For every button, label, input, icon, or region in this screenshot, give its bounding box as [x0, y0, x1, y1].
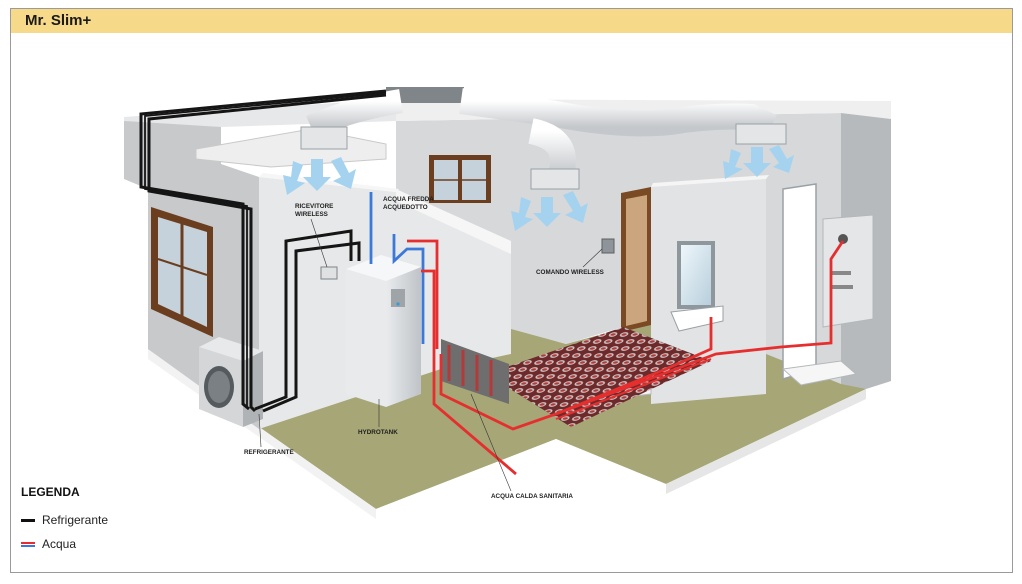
figure-frame: Mr. Slim+ — [10, 8, 1013, 573]
shower-tray — [781, 360, 858, 386]
left-window — [151, 207, 213, 337]
hydrotank — [346, 255, 421, 407]
legend-title: LEGENDA — [21, 485, 80, 499]
suspended-ceiling — [195, 128, 387, 168]
hydrotank-panel — [391, 289, 405, 307]
water-lines — [369, 192, 845, 476]
label-acqua-fredda-line2: ACQUEDOTTO — [383, 204, 428, 211]
back-window — [429, 155, 491, 203]
label-hydrotank: HYDROTANK — [358, 429, 398, 436]
diagram-labels: RICEVITORE WIRELESS ACQUA FREDDA ACQUEDO… — [244, 196, 604, 500]
refrigerant-lines-inner — [144, 92, 387, 407]
shower-glass — [782, 183, 817, 381]
mirror — [681, 245, 711, 305]
refrigerant-lines — [139, 89, 387, 413]
label-refrigerante: REFRIGERANTE — [244, 449, 294, 456]
partition-top — [651, 175, 769, 187]
leader-comando — [582, 248, 603, 268]
airflow-arrows — [283, 145, 794, 231]
shower-mixer — [831, 271, 851, 275]
underfloor-heating — [486, 327, 711, 427]
wireless-controller-icon — [601, 238, 615, 254]
legend-item-refrigerante: Refrigerante — [21, 508, 108, 532]
label-acqua-fredda-line1: ACQUA FREDDA — [383, 196, 434, 203]
legend-label-refrigerante: Refrigerante — [42, 513, 109, 527]
air-ducts — [300, 87, 787, 190]
leader-ricevitore — [310, 218, 328, 268]
label-comando-wireless: COMANDO WIRELESS — [536, 269, 604, 276]
legend-swatch-black — [21, 518, 35, 522]
legend-item-acqua: Acqua — [21, 532, 108, 556]
shower-valve — [831, 285, 853, 289]
wireless-receiver — [320, 266, 338, 280]
house-cutaway-illustration: RICEVITORE WIRELESS ACQUA FREDDA ACQUEDO… — [124, 87, 891, 519]
legend: LEGENDA Refrigerante Acqua — [21, 485, 108, 556]
label-ricevitore-line1: RICEVITORE — [295, 203, 333, 210]
leader-acqua-calda — [470, 393, 512, 492]
hydrotank-led — [396, 302, 400, 306]
shower-head-icon — [838, 234, 848, 244]
page-title: Mr. Slim+ — [25, 12, 92, 29]
ducted-indoor-unit — [386, 87, 464, 103]
manifold — [441, 339, 509, 404]
label-ricevitore-line2: WIRELESS — [295, 211, 328, 218]
inner-wall-top-2 — [396, 189, 511, 254]
legend-swatch-red-blue — [21, 541, 35, 547]
label-acqua-calda: ACQUA CALDA SANITARIA — [491, 493, 573, 500]
legend-label-acqua: Acqua — [42, 537, 77, 551]
washbasin — [670, 305, 724, 332]
leader-refrigerante — [258, 413, 262, 448]
header-bar: Mr. Slim+ — [11, 9, 1012, 33]
bathroom-door-panel — [626, 195, 647, 326]
outdoor-unit — [199, 337, 263, 427]
